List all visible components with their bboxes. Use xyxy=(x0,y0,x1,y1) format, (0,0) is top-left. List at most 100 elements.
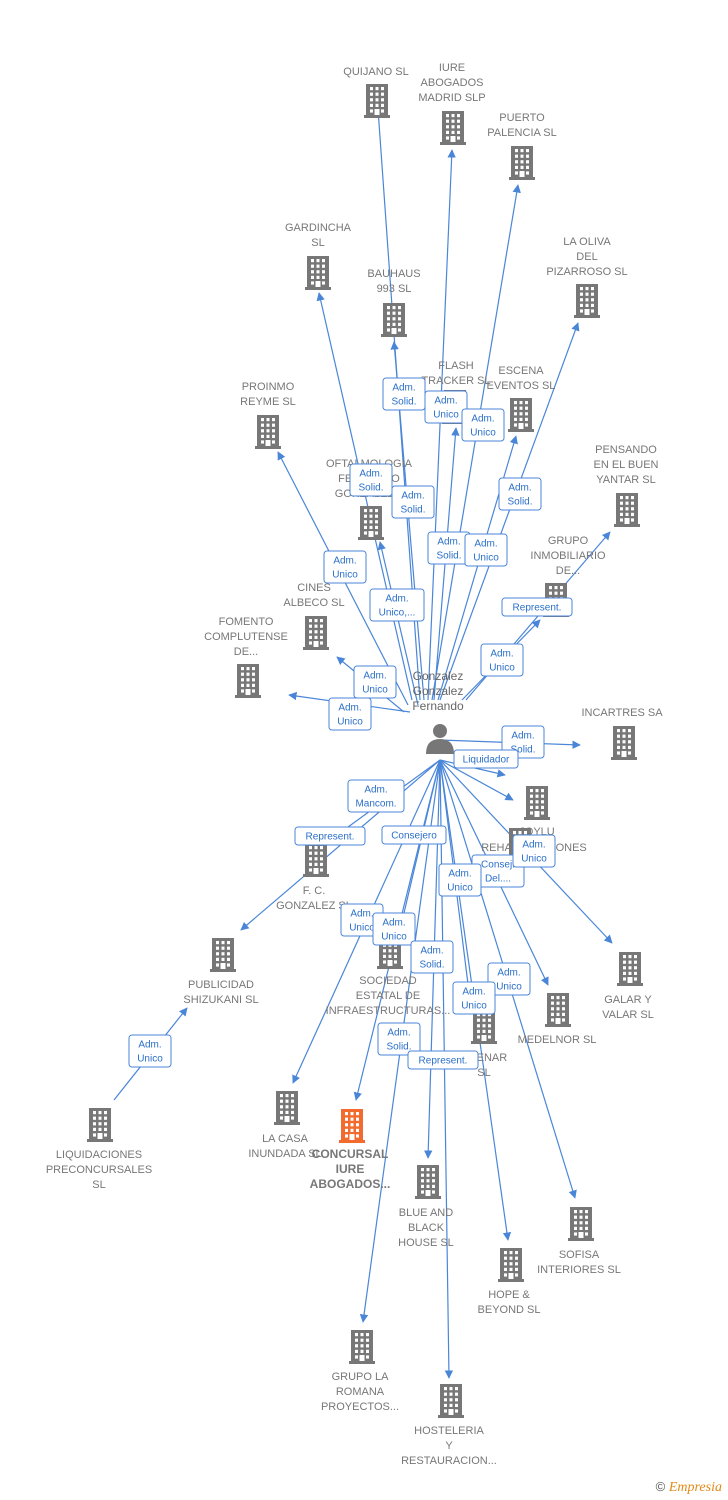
building-icon[interactable] xyxy=(524,786,550,820)
company-label: MEDELNOR SL xyxy=(518,1034,597,1046)
company-node-hosteleria[interactable]: HOSTELERIAYRESTAURACION... xyxy=(401,1384,497,1467)
building-icon[interactable] xyxy=(508,398,534,432)
edge-label: Adm. Unico xyxy=(487,962,531,996)
company-node-medelnor[interactable]: MEDELNOR SL xyxy=(518,993,597,1046)
building-icon[interactable] xyxy=(349,1330,375,1364)
company-label: GALAR Y xyxy=(604,994,652,1006)
company-label: SL xyxy=(311,237,324,249)
edge-label-text: Unico xyxy=(433,410,459,421)
company-label: YANTAR SL xyxy=(596,474,656,486)
company-node-fomento[interactable]: FOMENTOCOMPLUTENSEDE... xyxy=(204,616,288,698)
company-label: ALBECO SL xyxy=(283,597,344,609)
edge-label-text: Unico xyxy=(332,570,358,581)
edge-iure-madrid xyxy=(427,149,456,701)
edge-label: Adm.Unico xyxy=(424,390,468,424)
company-node-grupo-romana[interactable]: GRUPO LAROMANAPROYECTOS... xyxy=(321,1330,399,1413)
edge-label: Adm.Unico xyxy=(461,408,505,442)
company-label: PIZARROSO SL xyxy=(546,266,627,278)
edge-label-text: Adm. xyxy=(437,537,460,548)
building-icon[interactable] xyxy=(358,506,384,540)
building-icon[interactable] xyxy=(339,1109,365,1143)
company-node-incartres[interactable]: INCARTRES SA xyxy=(581,707,663,760)
building-icon[interactable] xyxy=(255,415,281,449)
company-label: CONCURSAL xyxy=(312,1147,389,1161)
edge-label-text: Solid. xyxy=(510,745,535,756)
building-icon[interactable] xyxy=(87,1108,113,1142)
company-node-concursal[interactable]: CONCURSALIUREABOGADOS... xyxy=(310,1109,391,1191)
company-label: ABOGADOS... xyxy=(310,1177,391,1191)
company-label: INFRAESTRUCTURAS... xyxy=(326,1005,451,1017)
edge-label-text: Represent. xyxy=(306,832,355,843)
edge-label-text: Unico xyxy=(362,685,388,696)
edge-rehabilitaciones xyxy=(439,759,514,801)
edge-label-text: Adm. xyxy=(497,968,520,979)
company-node-fc-gonzalez[interactable]: F. C.GONZALEZ SL xyxy=(276,843,352,912)
building-icon[interactable] xyxy=(415,1165,441,1199)
building-icon[interactable] xyxy=(614,493,640,527)
company-node-cines[interactable]: CINES ALBECO SL xyxy=(283,582,345,650)
edge-label: Adm.Unico xyxy=(353,665,397,699)
building-icon[interactable] xyxy=(471,1010,497,1044)
empresia-logo[interactable]: Empresia xyxy=(668,1480,722,1495)
building-icon[interactable] xyxy=(303,616,329,650)
edge-label: Adm.Unico xyxy=(323,550,367,584)
edge-label: Adm.Unico xyxy=(452,981,496,1015)
building-icon[interactable] xyxy=(440,111,466,145)
edge-label-text: Mancom. xyxy=(355,799,396,810)
company-node-gardincha[interactable]: GARDINCHA SL xyxy=(285,222,352,290)
building-icon[interactable] xyxy=(568,1207,594,1241)
building-icon[interactable] xyxy=(509,146,535,180)
copyright-symbol: © xyxy=(655,1479,666,1494)
building-icon[interactable] xyxy=(545,993,571,1027)
company-label: CINES xyxy=(297,582,331,594)
building-icon[interactable] xyxy=(498,1248,524,1282)
company-label: SL xyxy=(477,1067,490,1079)
edge-label: Adm.Solid. xyxy=(377,1022,421,1056)
edge-label: Represent. xyxy=(501,597,573,617)
edge-label: Adm.Unico xyxy=(480,643,524,677)
building-icon[interactable] xyxy=(235,664,261,698)
building-icon[interactable] xyxy=(364,84,390,118)
edge-label: Adm.Unico xyxy=(372,912,416,946)
edge-label-text: Adm. xyxy=(338,703,361,714)
building-icon[interactable] xyxy=(303,843,329,877)
edge-label-text: Adm. xyxy=(138,1040,161,1051)
building-icon[interactable] xyxy=(617,952,643,986)
building-icon[interactable] xyxy=(611,726,637,760)
company-label: Y xyxy=(445,1440,453,1452)
edge-label-text: Solid. xyxy=(391,397,416,408)
edge-label-text: Unico xyxy=(496,982,522,993)
company-label: PROYECTOS... xyxy=(321,1401,399,1413)
company-node-quijano[interactable]: QUIJANO SL xyxy=(343,66,409,118)
company-label: GARDINCHA xyxy=(285,222,352,234)
company-label: MADRID SLP xyxy=(418,92,485,104)
edge-label-text: Consej. xyxy=(481,860,515,871)
building-icon[interactable] xyxy=(438,1384,464,1418)
building-icon[interactable] xyxy=(274,1091,300,1125)
building-icon[interactable] xyxy=(210,938,236,972)
building-icon[interactable] xyxy=(305,256,331,290)
company-node-hope[interactable]: HOPE &BEYOND SL xyxy=(478,1248,541,1316)
building-icon[interactable] xyxy=(574,284,600,318)
building-icon[interactable] xyxy=(381,303,407,337)
person-icon[interactable] xyxy=(426,724,454,754)
edge-label: Adm.Unico,... xyxy=(369,588,425,622)
edge-label: Adm.Solid. xyxy=(382,377,426,411)
edge-label-text: Consejero xyxy=(391,831,437,842)
